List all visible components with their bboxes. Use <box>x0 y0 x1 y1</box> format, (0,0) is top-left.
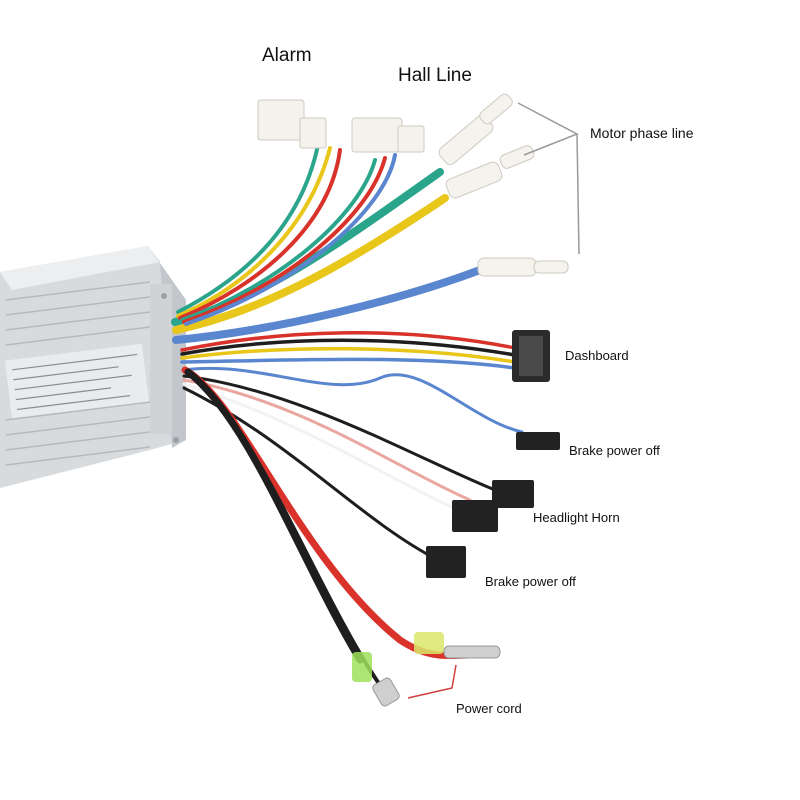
brake-connector-1 <box>516 432 560 450</box>
label-alarm: Alarm <box>262 45 312 66</box>
label-motor-phase-line: Motor phase line <box>590 125 694 141</box>
lower-wires <box>180 331 524 690</box>
alarm-connector <box>257 99 327 149</box>
label-hall-line: Hall Line <box>398 65 472 86</box>
brake-connector-2 <box>426 546 466 578</box>
label-brake-power-off-1: Brake power off <box>569 443 660 458</box>
upper-wires <box>171 143 484 344</box>
label-headlight-horn: Headlight Horn <box>533 510 620 525</box>
leader-lines <box>407 102 580 699</box>
headlight-horn-connectors <box>452 480 534 532</box>
power-cord-terminals <box>352 632 501 707</box>
motor-phase-connectors <box>438 93 569 277</box>
controller-body <box>0 246 186 488</box>
dashboard-connector <box>512 330 550 382</box>
hall-line-connector <box>351 117 425 153</box>
label-brake-power-off-2: Brake power off <box>485 574 576 589</box>
label-power-cord: Power cord <box>456 701 522 716</box>
label-dashboard: Dashboard <box>565 348 629 363</box>
